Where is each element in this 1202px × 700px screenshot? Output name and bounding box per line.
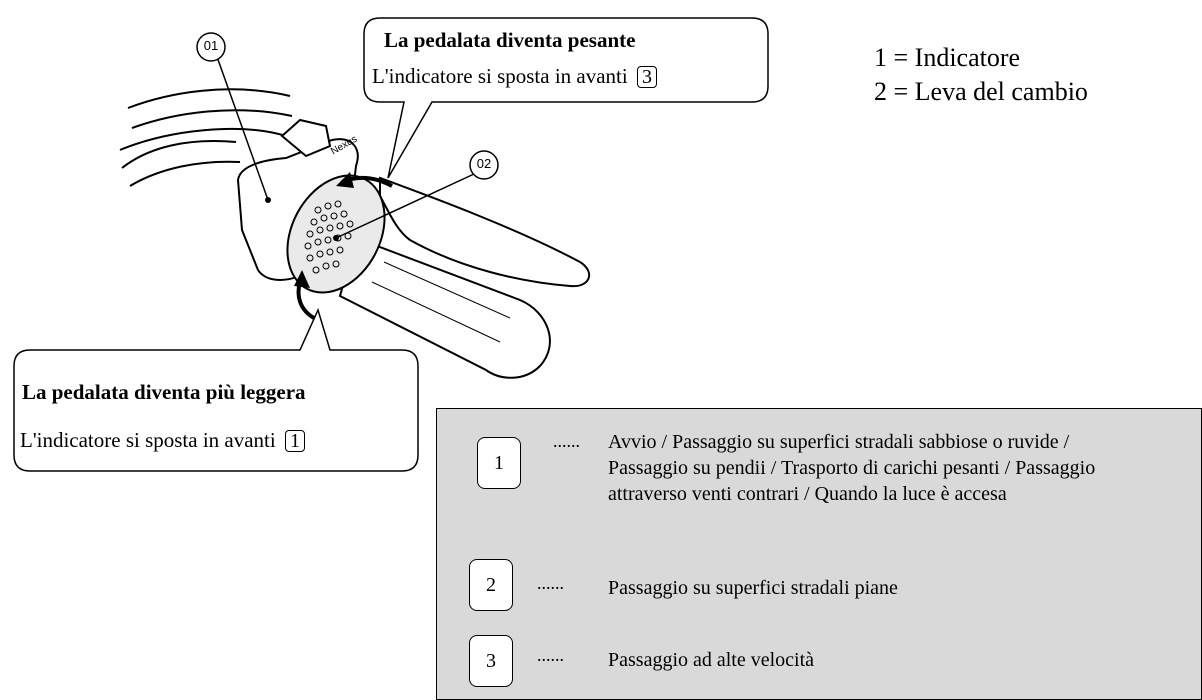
legend-item-1: 1 = Indicatore xyxy=(874,43,1021,72)
callout-top-num: 3 xyxy=(636,66,657,88)
callout-top-line: L'indicatore si sposta in avanti 3 xyxy=(372,62,657,90)
gear-1-dots: ...... xyxy=(553,431,580,451)
gear-3-dots: ...... xyxy=(537,645,564,665)
callout-bottom-num: 1 xyxy=(284,430,305,452)
label-01-circle xyxy=(196,32,226,62)
gear-2-number: 2 xyxy=(469,559,513,611)
callout-bottom-line: L'indicatore si sposta in avanti 1 xyxy=(20,426,305,454)
gear-table: 1 ...... Avvio / Passaggio su superfici … xyxy=(436,408,1202,700)
label-02: 02 xyxy=(476,156,492,171)
label-01: 01 xyxy=(203,38,219,53)
brake-lever xyxy=(379,176,591,288)
grip xyxy=(338,236,551,379)
gear-2-dots: ...... xyxy=(537,573,564,593)
callout-top-text: L'indicatore si sposta in avanti xyxy=(372,64,628,88)
callout-bottom-text: L'indicatore si sposta in avanti xyxy=(20,428,276,452)
handlebar xyxy=(119,88,293,187)
callout-top-bubble xyxy=(363,17,769,179)
callout-bottom-bubble xyxy=(13,307,419,472)
gear-1-description: Avvio / Passaggio su superfici stradali … xyxy=(608,431,1096,505)
gear-1-number: 1 xyxy=(477,437,521,489)
gear-2-description: Passaggio su superfici stradali piane xyxy=(608,577,898,599)
callout-bottom-title: La pedalata diventa più leggera xyxy=(22,380,306,404)
legend-item-2: 2 = Leva del cambio xyxy=(874,77,1088,106)
shifter-body xyxy=(236,138,359,281)
gear-3-description: Passaggio ad alte velocità xyxy=(608,649,815,671)
label-02-circle xyxy=(469,150,499,180)
callout-top-title: La pedalata diventa pesante xyxy=(384,28,636,52)
gear-3-number: 3 xyxy=(469,635,513,687)
